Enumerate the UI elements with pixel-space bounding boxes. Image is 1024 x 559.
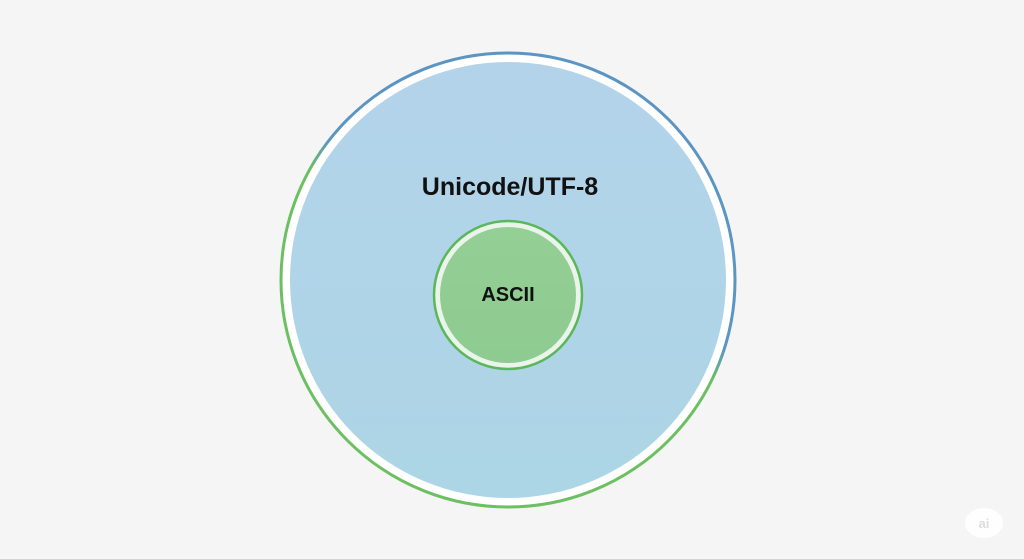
- ai-badge-icon: ai: [965, 508, 1003, 538]
- inner-set-label: ASCII: [481, 284, 534, 306]
- watermark-text: ai: [979, 516, 990, 531]
- inner-set-circle: [440, 227, 576, 363]
- outer-set-label: Unicode/UTF-8: [422, 173, 598, 201]
